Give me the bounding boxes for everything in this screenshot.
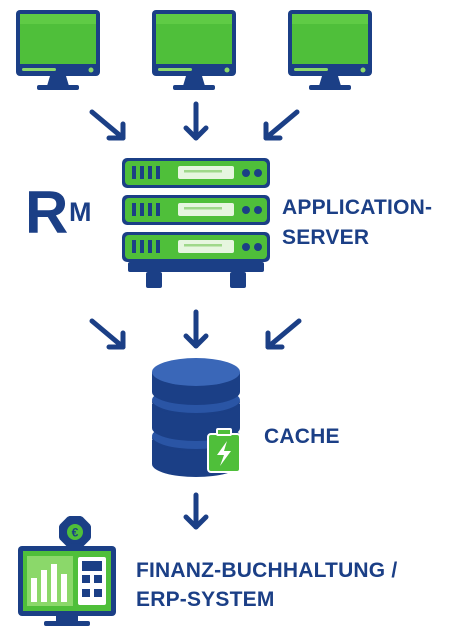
accounting-monitor-icon [18,516,116,626]
cache-label: CACHE [264,425,340,448]
erp-label-line2: ERP-SYSTEM [136,588,275,611]
arrow-icon-right [265,318,302,350]
monitor-icon-center [152,10,236,90]
arrow-icon-center [183,309,209,349]
arrow-icon-left [89,318,126,350]
arrow-icon-left [89,109,126,141]
arrow-icon-right [263,109,300,141]
arrow-icon-to-erp [183,492,209,530]
arrow-icon-center [183,101,209,141]
currency-symbol: € [72,526,79,540]
battery-bolt-icon [207,428,241,473]
monitor-icon-left [16,10,100,90]
logo-letter-r: R [25,179,69,246]
logo-letter-m: M [69,197,92,227]
currency-badge: € [67,524,83,540]
arrows-to-cache [89,309,302,350]
erp-label-line1: FINANZ-BUCHHALTUNG / [136,559,398,582]
application-server-label-line2: SERVER [282,226,370,249]
calculator-icon [78,557,106,605]
monitor-icon-right [288,10,372,90]
database-icon [152,358,240,477]
arrows-to-server [89,101,300,141]
server-rack-icon [122,158,270,288]
application-server-label-line1: APPLICATION- [282,196,433,219]
